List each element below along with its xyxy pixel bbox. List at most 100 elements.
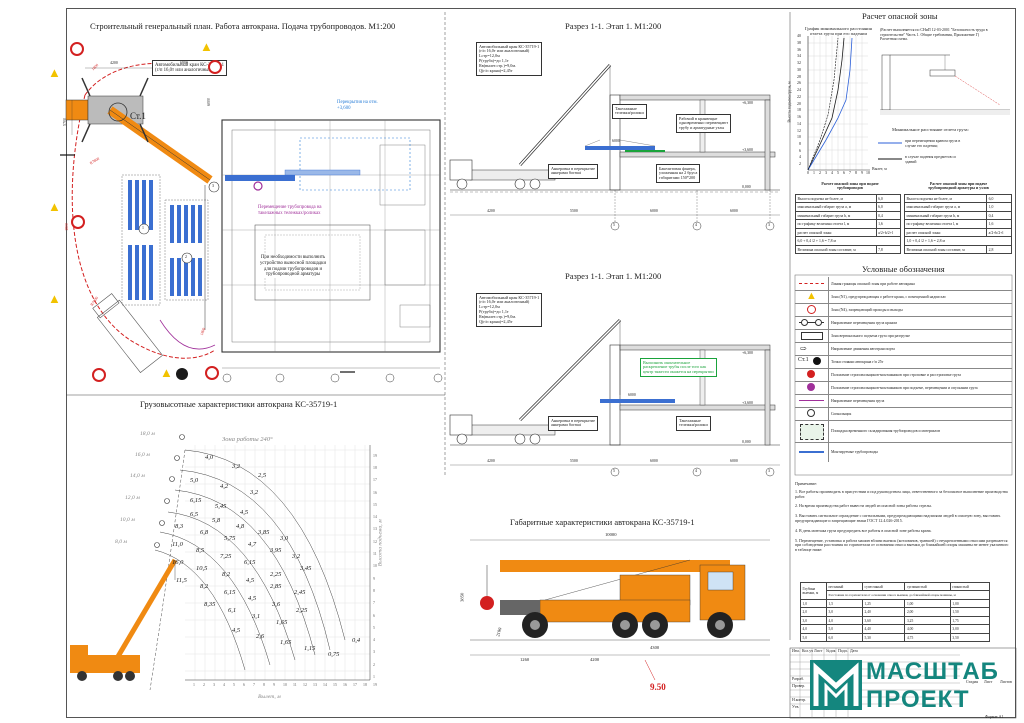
table-cell: 1,50 bbox=[949, 607, 991, 617]
danger-legend-title: Минимальное расстояние отлета груза: bbox=[892, 127, 969, 132]
section1-note-4: Бакелитовая фанера, уложенная на 2 бруса… bbox=[656, 164, 701, 184]
danger-title: Расчет опасной зоны bbox=[862, 11, 938, 21]
table-cell: a/2+b/2+l bbox=[875, 227, 902, 238]
load-chart-xtick: 11 bbox=[293, 683, 297, 687]
load-chart-capacity: 2,6 bbox=[256, 633, 265, 640]
legend-item-label: Зона (N4), запрещающий проходы и выходы bbox=[831, 307, 903, 312]
legend-title: Условные обозначения bbox=[862, 264, 945, 274]
section1-title: Разрез 1-1. Этап 1. М1:200 bbox=[565, 21, 662, 31]
notes-block: Примечание: 1. Все работы производить в … bbox=[795, 481, 1010, 553]
load-chart-xtick: 5 bbox=[233, 683, 235, 687]
load-chart-zone-label: Зона работы 240° bbox=[222, 436, 273, 443]
stamp-format: Формат А1 bbox=[985, 715, 1004, 719]
load-chart-capacity: 8,2 bbox=[200, 583, 209, 590]
stamp-cell: Дата bbox=[850, 649, 858, 653]
table-cell: 4,0 bbox=[825, 615, 864, 626]
danger-xtick: 3 bbox=[825, 171, 827, 175]
legend-item: Направление перемещения груза bbox=[795, 394, 1012, 408]
table-cell: по графику величина отлета l, м bbox=[903, 219, 988, 229]
load-chart-capacity: 5,45 bbox=[215, 503, 227, 510]
section1-dim-2: 5500 bbox=[570, 209, 578, 213]
load-chart-capacity: 8,35 bbox=[204, 601, 216, 608]
signalman-icon bbox=[176, 368, 188, 380]
table-header: песчаный bbox=[825, 581, 864, 592]
load-chart-capacity: 2,5 bbox=[258, 472, 267, 479]
load-chart-xtick: 8 bbox=[263, 683, 265, 687]
table-subheader: Расстояние по горизонтали от основания о… bbox=[826, 590, 990, 600]
section1-level-top: +6,300 bbox=[742, 101, 753, 105]
load-chart-x-label: Вылет, м bbox=[258, 694, 281, 700]
table-row: 6,0 + 0,4 /2 + 1,6 = 7,8 м bbox=[795, 236, 901, 246]
worker-rigging-icon bbox=[795, 368, 829, 381]
table-cell: по графику величина отлета l, м bbox=[795, 219, 877, 229]
section1-dim-1: 4200 bbox=[487, 209, 495, 213]
table-cell: 1,0 + 0,4 /2 + 1,6 = 2,8 м bbox=[904, 236, 1012, 246]
load-chart-capacity: 10,5 bbox=[196, 565, 208, 572]
legend-item: Монтируемые трубопроводы bbox=[795, 442, 1012, 462]
load-chart-ytick: 1 bbox=[373, 675, 375, 679]
load-chart-capacity: 4,0 bbox=[205, 454, 214, 461]
table-header: глинистый bbox=[949, 581, 991, 592]
no-entry-sign-icon bbox=[795, 303, 829, 316]
legend-item-label: Положение строповальщиков-монтажников пр… bbox=[831, 385, 978, 390]
danger-ytick: 40 bbox=[797, 34, 801, 38]
danger-ytick: 2 bbox=[799, 162, 801, 166]
table-cell: 2,0 bbox=[800, 607, 827, 617]
danger-ytick: 4 bbox=[799, 155, 801, 159]
note-item: 4. В день монтажа груза предупредить все… bbox=[795, 527, 932, 533]
section1-crane-label: Автомобильный кран КС-35719-1 (г/п 16,0т… bbox=[476, 42, 543, 76]
legend-item: Сигнальщик bbox=[795, 407, 1012, 421]
legend-item: ▲Зона (N1), предупреждающая о работе кра… bbox=[795, 290, 1012, 304]
load-chart-capacity: 4,8 bbox=[236, 523, 245, 530]
load-chart-xtick: 14 bbox=[323, 683, 327, 687]
load-chart-ytick: 9 bbox=[373, 576, 375, 581]
gabarit-wheelbase: 4200 bbox=[590, 657, 600, 662]
table-cell: 3,25 bbox=[904, 615, 951, 626]
table-cell: 0,4 bbox=[875, 210, 902, 221]
load-chart-capacity: 6,15 bbox=[244, 559, 256, 566]
danger-xtick: 2 bbox=[819, 171, 821, 175]
load-chart-ytick: 12 bbox=[373, 539, 377, 544]
danger-ytick: 34 bbox=[797, 54, 801, 58]
note-item: 5. Перемещение, установка и работа машин… bbox=[795, 537, 1009, 553]
table-cell: 2,00 bbox=[904, 607, 951, 617]
danger-xtick: 6 bbox=[843, 171, 845, 175]
table-cell: 1,6 bbox=[986, 219, 1012, 229]
table-cell: Высота подъема не более, м bbox=[903, 193, 988, 204]
load-chart-capacity: 1,65 bbox=[276, 619, 288, 626]
worker-lifting-icon bbox=[795, 381, 829, 394]
section2-axis-1: 5 bbox=[613, 469, 615, 473]
load-chart-capacity: 4,5 bbox=[248, 595, 257, 602]
section1-level-mid: +3,600 bbox=[742, 148, 753, 152]
mark-2: 2 bbox=[185, 255, 187, 259]
load-chart-lines bbox=[70, 434, 371, 691]
table-row: Глубина выемки, м песчаный супесчаный су… bbox=[800, 581, 991, 600]
legend-item-label: Линия границы опасной зоны при работе ав… bbox=[831, 281, 915, 286]
stamp-cell: №док bbox=[826, 649, 836, 653]
section2-title: Разрез 1-1. Этап 1. М1:200 bbox=[565, 271, 662, 281]
load-chart-ytick: 7 bbox=[373, 601, 375, 606]
no-entry-sign-icon bbox=[205, 366, 219, 380]
warning-sign-icon: ▲ bbox=[48, 291, 61, 306]
move-note: Перемещение трубопровода на такелажных т… bbox=[258, 205, 322, 216]
logo-mark-icon bbox=[810, 660, 862, 710]
traffic-arrow-icon: ⇨ bbox=[795, 342, 829, 355]
plan-title: Строительный генеральный план. Работа ав… bbox=[90, 21, 396, 31]
load-chart-xtick: 9 bbox=[273, 683, 275, 687]
section1-pipe-length: 6000 bbox=[612, 139, 620, 143]
legend-item-label: Площадка временного складирования трубоп… bbox=[831, 429, 941, 433]
table-cell: 1,5 bbox=[825, 598, 864, 609]
logo-line-2: ПРОЕКТ bbox=[866, 686, 970, 713]
legend-item-label: Сигнальщик bbox=[831, 411, 852, 416]
section2-level-top: +6,300 bbox=[742, 351, 753, 355]
plan-dim-3: 5700 bbox=[62, 118, 67, 126]
section1-axis-2: 4 bbox=[695, 223, 697, 227]
table-cell: 1,00 bbox=[949, 598, 991, 609]
danger-ytick: 30 bbox=[797, 68, 801, 72]
load-chart-y-label: Высота подъема, м bbox=[377, 519, 384, 567]
